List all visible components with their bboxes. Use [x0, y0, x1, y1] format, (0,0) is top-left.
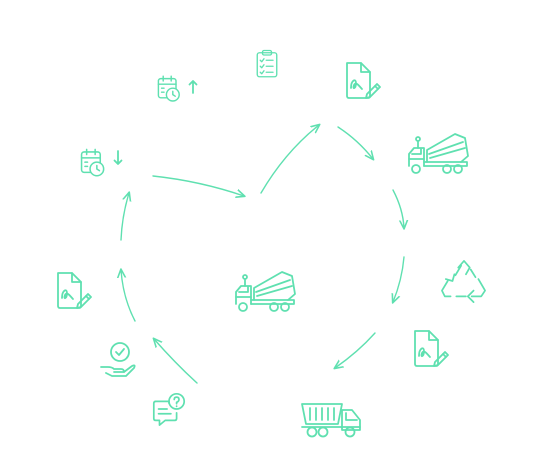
dump-truck-icon: [301, 403, 361, 438]
flow-arrow: [337, 126, 373, 159]
calendar-clock-down-icon: [80, 148, 123, 177]
flow-arrow: [121, 270, 136, 322]
question-chat-icon: [152, 392, 186, 427]
flow-arrow: [393, 256, 405, 302]
flow-arrow: [392, 189, 404, 228]
flow-arrow: [120, 193, 129, 241]
cement-mixer-truck-icon: [235, 271, 296, 312]
hand-checkmark-icon: [100, 342, 136, 377]
cement-mixer-truck-icon: [408, 133, 469, 174]
signed-document-icon: [57, 272, 92, 309]
flow-arrow: [335, 332, 376, 368]
flow-arrow: [260, 125, 319, 194]
flow-arrows: [120, 125, 405, 384]
recycle-icon: [441, 259, 486, 303]
clipboard-checklist-icon: [256, 49, 278, 78]
signed-document-icon: [414, 330, 449, 367]
flow-arrow: [152, 175, 244, 196]
flow-arrow: [154, 339, 198, 384]
signed-document-icon: [346, 62, 381, 99]
calendar-clock-up-icon: [157, 75, 198, 102]
